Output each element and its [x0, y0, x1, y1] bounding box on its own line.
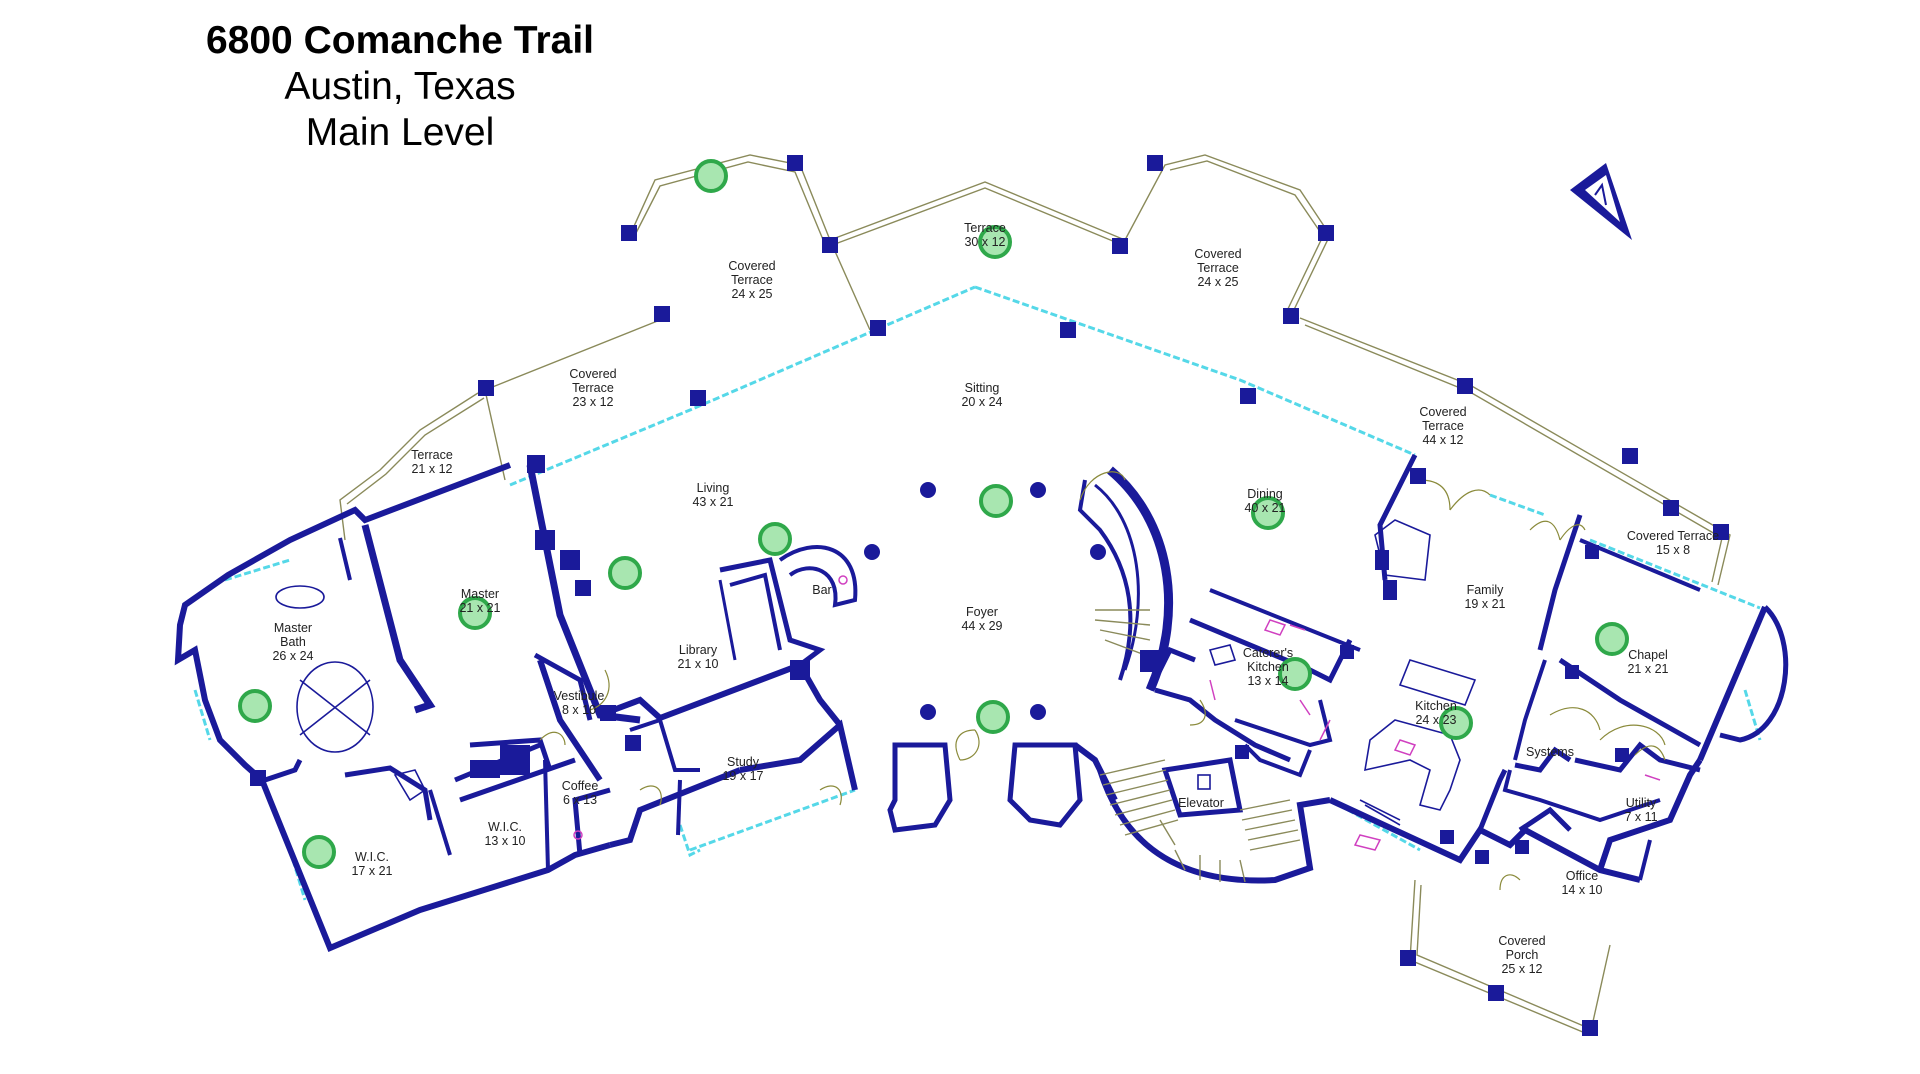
- photo-marker[interactable]: [979, 484, 1013, 518]
- room-label-wic-west: W.I.C.17 x 21: [351, 850, 392, 878]
- plan-title-block: 6800 Comanche Trail Austin, Texas Main L…: [140, 18, 660, 156]
- door-swings: [539, 471, 1666, 891]
- photo-marker[interactable]: [458, 596, 492, 630]
- appliance-marks: [573, 575, 1661, 851]
- room-label-systems: Systems: [1526, 745, 1574, 759]
- room-label-elevator: Elevator: [1178, 796, 1224, 810]
- photo-marker[interactable]: [976, 700, 1010, 734]
- photo-marker[interactable]: [758, 522, 792, 556]
- property-address: 6800 Comanche Trail: [205, 19, 595, 62]
- photo-marker[interactable]: [1439, 706, 1473, 740]
- room-label-wic-center: W.I.C.13 x 10: [484, 820, 525, 848]
- photo-marker[interactable]: [694, 159, 728, 193]
- floor-level: Main Level: [305, 111, 495, 154]
- room-label-bar: Bar: [812, 583, 831, 597]
- photo-marker[interactable]: [978, 225, 1012, 259]
- fixtures: [275, 519, 1477, 826]
- photo-marker[interactable]: [1251, 496, 1285, 530]
- columns: [864, 482, 1106, 720]
- photo-marker[interactable]: [608, 556, 642, 590]
- terrace-outlines: [339, 154, 1731, 1036]
- photo-markers: [238, 159, 1629, 869]
- photo-marker[interactable]: [238, 689, 272, 723]
- north-arrow-icon: [1570, 163, 1632, 240]
- stairs: [1094, 609, 1301, 883]
- property-city: Austin, Texas: [284, 65, 516, 108]
- photo-marker[interactable]: [1278, 657, 1312, 691]
- posts: [250, 155, 1729, 1036]
- walls: [174, 453, 1789, 952]
- photo-marker[interactable]: [1595, 622, 1629, 656]
- photo-marker[interactable]: [302, 835, 336, 869]
